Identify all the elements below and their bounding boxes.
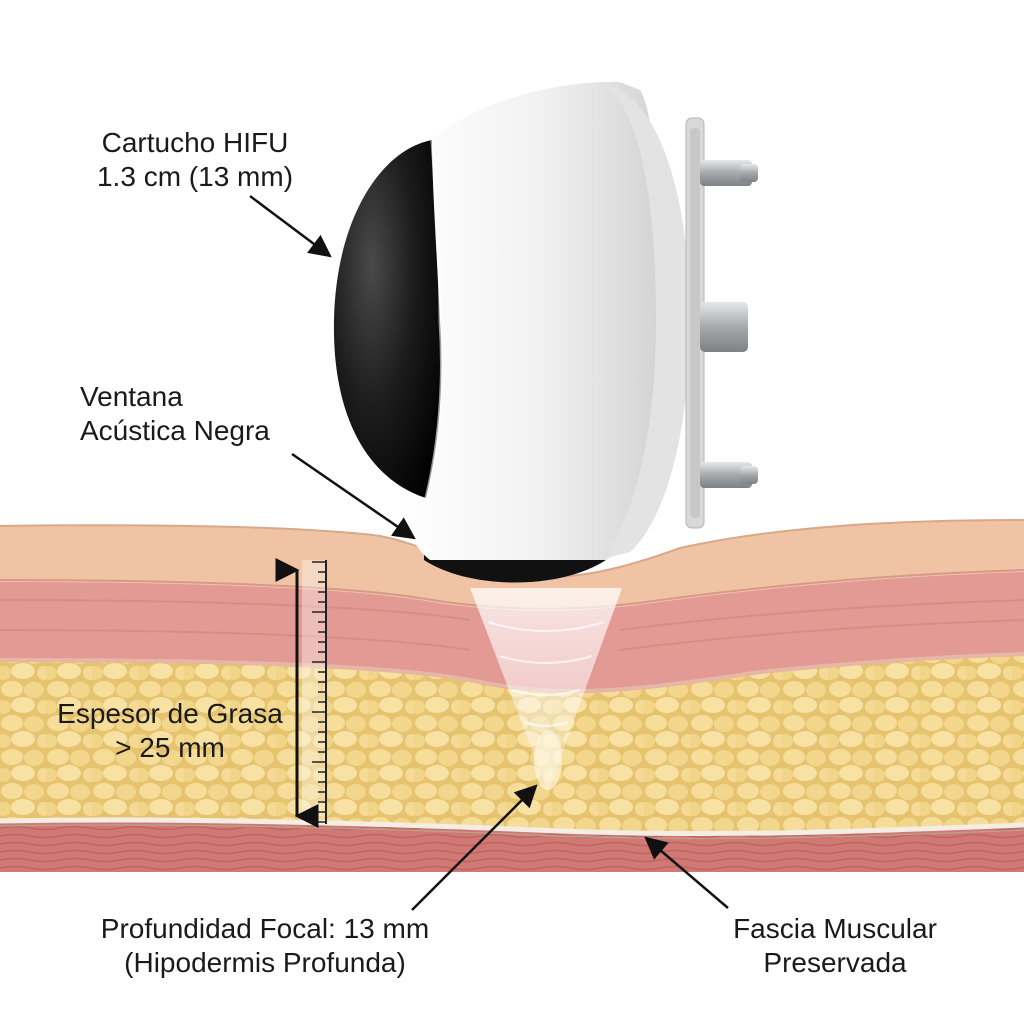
label-focal-depth: Profundidad Focal: 13 mm (Hipodermis Pro… <box>90 912 440 980</box>
label-focal-depth-line1: Profundidad Focal: 13 mm <box>100 913 430 944</box>
label-fascia-line1: Fascia Muscular <box>733 913 937 944</box>
label-fat-thickness-line2: > 25 mm <box>115 732 225 763</box>
label-fascia-line2: Preservada <box>763 947 907 978</box>
arrow-window <box>291 452 416 540</box>
label-cartridge: Cartucho HIFU 1.3 cm (13 mm) <box>80 126 310 194</box>
label-cartridge-line1: Cartucho HIFU <box>101 127 289 158</box>
label-window: Ventana Acústica Negra <box>80 380 290 448</box>
label-window-line2: Acústica Negra <box>80 415 270 446</box>
label-fat-thickness-line1: Espesor de Grasa <box>57 698 283 729</box>
arrow-fascia <box>644 836 729 909</box>
label-fascia: Fascia Muscular Preservada <box>720 912 950 980</box>
label-fat-thickness: Espesor de Grasa > 25 mm <box>40 697 300 765</box>
label-cartridge-line2: 1.3 cm (13 mm) <box>96 161 294 192</box>
arrow-cartridge <box>249 195 332 258</box>
ruler-icon <box>275 558 327 828</box>
ultrasound-beam-icon <box>470 588 622 792</box>
device-body <box>397 81 665 560</box>
leader-arrows <box>249 195 729 911</box>
connector-pins <box>700 160 758 488</box>
arrow-focal <box>411 784 538 911</box>
hifu-cartridge-icon <box>333 81 758 583</box>
muscle-fascia <box>0 817 1024 836</box>
acoustic-window-side <box>333 140 442 498</box>
label-focal-depth-line2: (Hipodermis Profunda) <box>124 947 406 978</box>
fat-layer <box>0 654 1024 835</box>
label-window-line1: Ventana <box>80 381 183 412</box>
